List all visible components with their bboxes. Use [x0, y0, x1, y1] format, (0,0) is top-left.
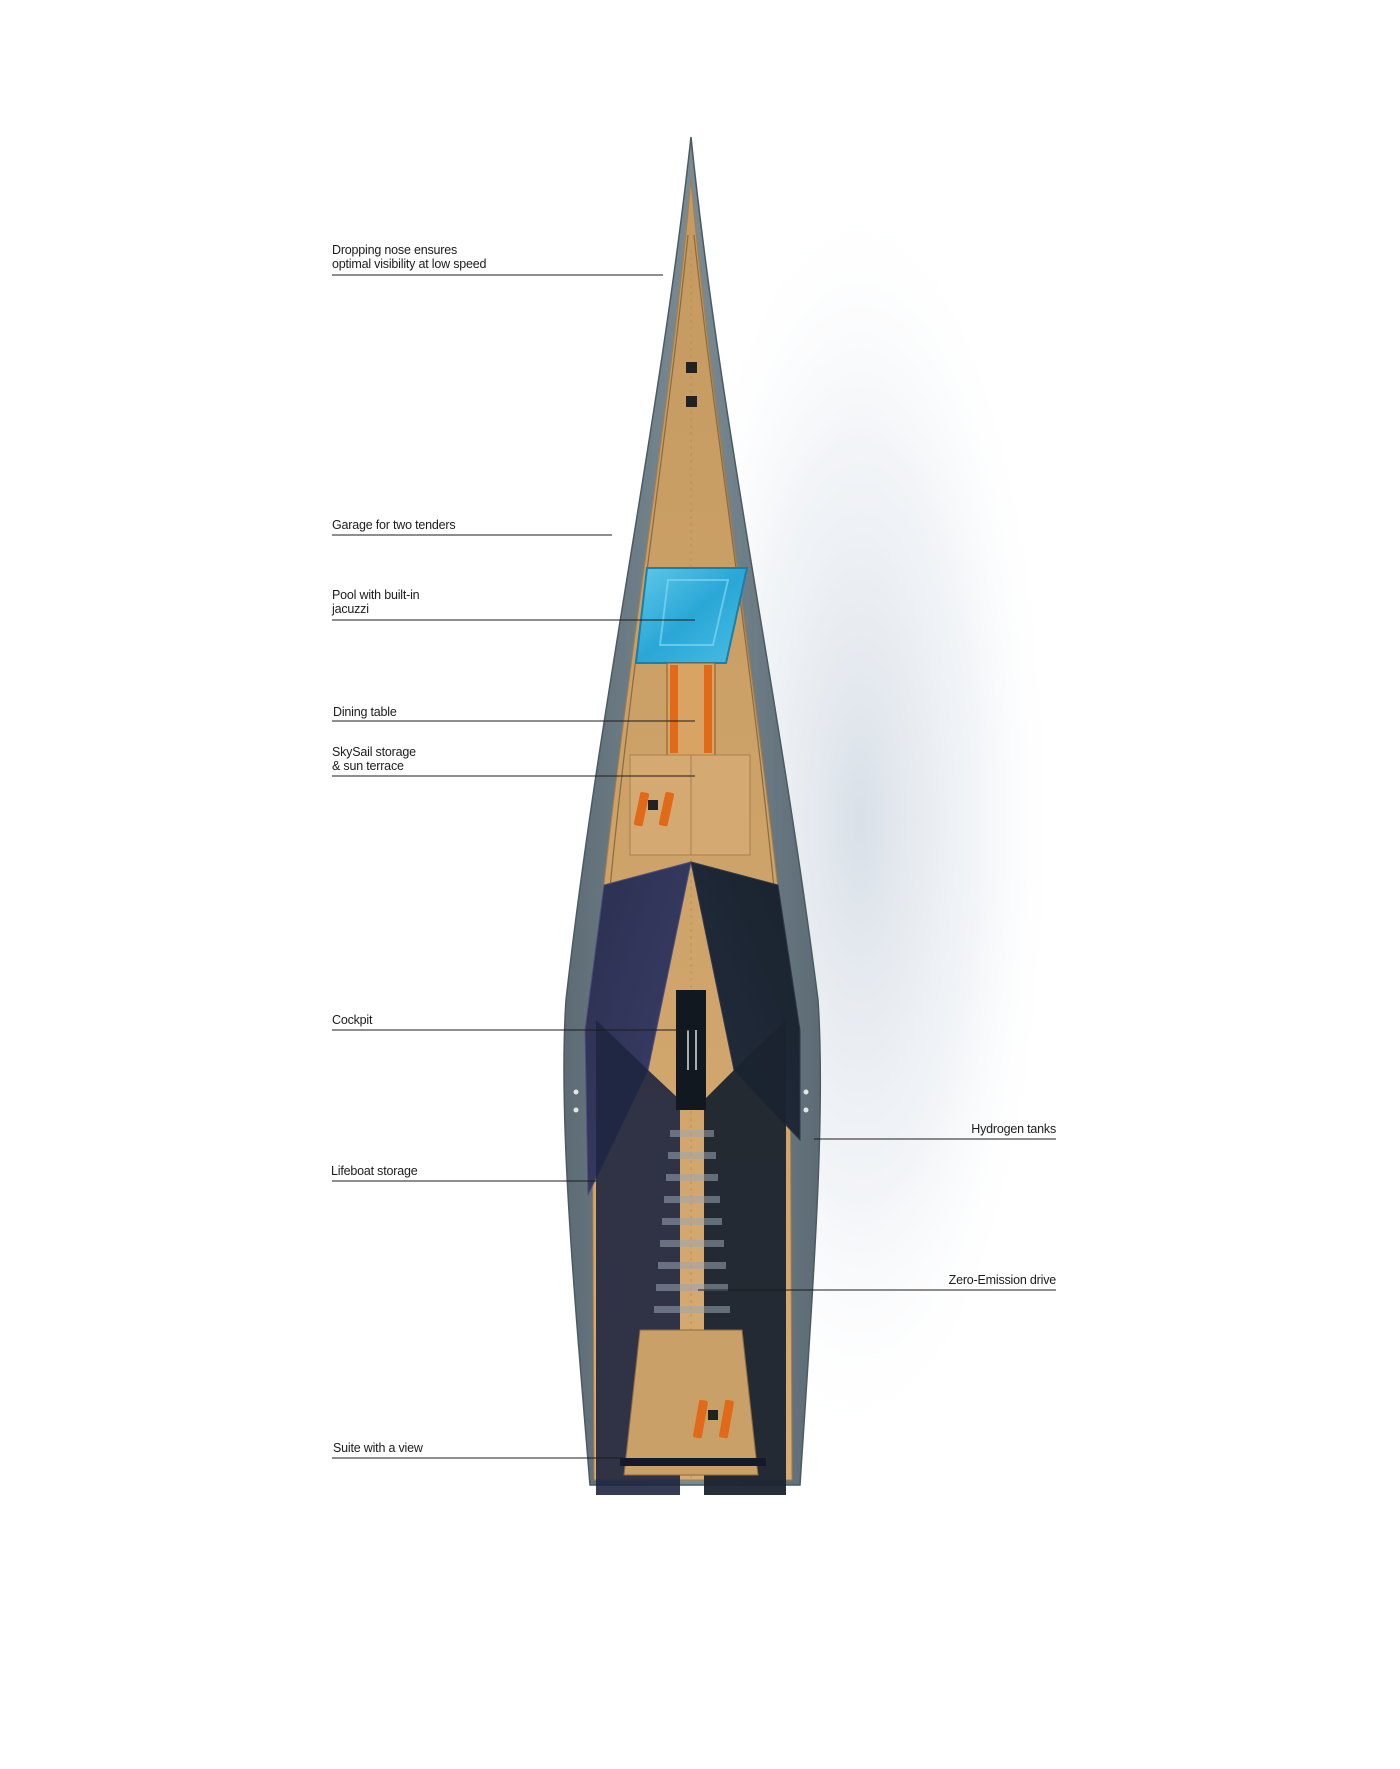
label-skysail-line2: & sun terrace [332, 759, 404, 773]
label-dining-line1: Dining table [333, 705, 397, 719]
lounger-pair [633, 791, 675, 827]
cockpit-spine [676, 990, 706, 1110]
label-nose-line2: optimal visibility at low speed [332, 257, 487, 271]
label-pool: Pool with built-in jacuzzi [332, 588, 420, 616]
aft-deck [623, 1329, 759, 1476]
label-garage-line1: Garage for two tenders [332, 518, 456, 532]
label-pool-line1: Pool with built-in [332, 588, 420, 602]
pool [634, 567, 749, 664]
label-cockpit: Cockpit [332, 1013, 372, 1027]
label-drive: Zero-Emission drive [948, 1273, 1057, 1287]
label-suite-line1: Suite with a view [333, 1441, 423, 1455]
bow-hatch [686, 396, 697, 407]
label-lifeboat: Lifeboat storage [331, 1164, 418, 1178]
label-garage: Garage for two tenders [332, 518, 456, 532]
label-skysail: SkySail storage & sun terrace [332, 745, 416, 773]
stair-treads [654, 1130, 730, 1313]
label-hydrogen-line1: Hydrogen tanks [971, 1122, 1056, 1136]
label-drive-line1: Zero-Emission drive [948, 1273, 1057, 1287]
label-cockpit-line1: Cockpit [332, 1013, 373, 1027]
label-nose-line1: Dropping nose ensures [332, 243, 458, 257]
lounger-pair-aft [693, 1399, 734, 1439]
suite-window [620, 1458, 766, 1466]
bow-hatch [686, 362, 697, 373]
label-skysail-line1: SkySail storage [332, 745, 416, 759]
label-hydrogen: Hydrogen tanks [971, 1122, 1056, 1136]
label-pool-line2: jacuzzi [332, 602, 369, 616]
label-dining: Dining table [333, 705, 397, 719]
label-lifeboat-line1: Lifeboat storage [331, 1164, 418, 1178]
label-suite: Suite with a view [333, 1441, 423, 1455]
label-nose: Dropping nose ensures optimal visibility… [332, 243, 486, 271]
